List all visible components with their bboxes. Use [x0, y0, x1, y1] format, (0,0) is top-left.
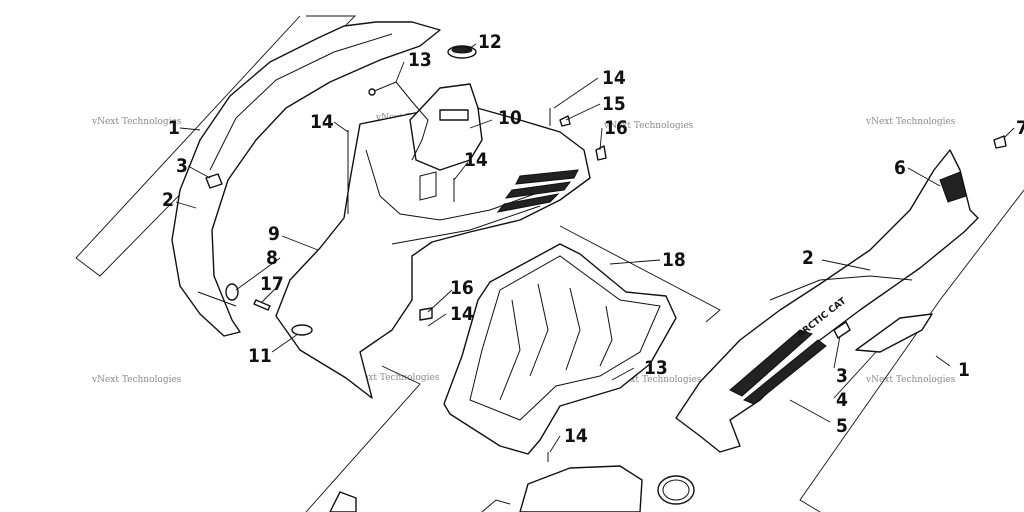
tray-rib: [599, 305, 613, 367]
right-side-panel: [675, 149, 979, 453]
wiring-harness: [371, 81, 429, 161]
front-hood: [275, 105, 591, 399]
group-frame-left: [75, 15, 357, 277]
callout-10: 10: [498, 107, 522, 129]
hood-vent-stripe: [496, 193, 560, 213]
o-ring: [225, 283, 239, 301]
callout-16: 16: [450, 277, 474, 299]
screw: [253, 299, 271, 311]
callout-18: 18: [662, 249, 686, 271]
right-side-panel-group: ARCTIC CAT: [675, 135, 1024, 512]
side-decal: [855, 313, 933, 353]
bracket: [329, 491, 357, 512]
front-hood-group: [275, 45, 607, 399]
watermark: vNext Technologies: [91, 117, 182, 127]
callout-1: 1: [958, 359, 970, 381]
group-frame-tray: [559, 225, 721, 323]
headlight-bulb: [439, 109, 469, 121]
callout-numbers: 1 3 2 9 8 17 11 12 13 14 10 14 14 15 16 …: [162, 31, 1024, 447]
hood-vent-stripe: [515, 169, 579, 185]
callout-14: 14: [464, 149, 488, 171]
air-duct: [519, 465, 643, 512]
small-decal: [833, 321, 851, 339]
callout-4: 4: [836, 389, 848, 411]
bracket: [419, 171, 437, 201]
clip: [559, 115, 571, 127]
callout-14: 14: [310, 111, 334, 133]
callout-12: 12: [478, 31, 502, 53]
fill-cap-ring: [451, 46, 473, 54]
tray-rib: [529, 283, 549, 377]
left-side-panel-group: [75, 15, 441, 337]
decal-stripe: [743, 339, 827, 405]
storage-tray: [443, 243, 677, 455]
lower-parts-group: [305, 365, 695, 512]
tray-rib: [565, 287, 581, 371]
panel-edge: [769, 275, 913, 301]
callout-14: 14: [564, 425, 588, 447]
tray-rib: [499, 299, 521, 401]
hood-edge: [391, 205, 541, 245]
callout-13: 13: [644, 357, 668, 379]
callout-11: 11: [248, 345, 272, 367]
clip: [595, 145, 607, 161]
hood-vent-stripe: [504, 181, 572, 199]
decal-stripe: [939, 171, 967, 203]
callout-5: 5: [836, 415, 848, 437]
headlight-housing: [409, 83, 483, 171]
side-panel-edge: [197, 291, 237, 307]
callout-13: 13: [408, 49, 432, 71]
hood-plug: [291, 324, 313, 336]
storage-tray-group: [443, 225, 721, 462]
callout-17: 17: [260, 273, 284, 295]
callout-2: 2: [802, 247, 814, 269]
callout-6: 6: [894, 157, 906, 179]
callout-16: 16: [604, 117, 628, 139]
callout-8: 8: [266, 247, 278, 269]
harness-connector: [368, 88, 376, 96]
leader-lines: [175, 43, 1015, 453]
group-frame-right: [799, 189, 1024, 512]
watermark: vNext Technologies: [91, 375, 182, 385]
callout-3: 3: [176, 155, 188, 177]
decal-stripe: [729, 329, 813, 397]
callout-1: 1: [168, 117, 180, 139]
side-panel-edge: [209, 33, 393, 171]
watermark: vNext Technologies: [865, 117, 956, 127]
watermark: vNext Technologies: [611, 375, 702, 385]
hood-edge: [365, 149, 541, 221]
watermark: vNext Technologies: [865, 375, 956, 385]
callout-9: 9: [268, 223, 280, 245]
group-frame-lower: [305, 365, 421, 512]
watermark: vNext Technologies: [349, 373, 440, 383]
callout-14: 14: [602, 67, 626, 89]
callout-7: 7: [1016, 117, 1024, 139]
fastener: [993, 135, 1007, 149]
callout-3: 3: [836, 365, 848, 387]
callout-14: 14: [450, 303, 474, 325]
part-edge: [481, 499, 511, 512]
callout-15: 15: [602, 93, 626, 115]
watermark: vNext Technologies: [603, 121, 694, 131]
callout-2: 2: [162, 189, 174, 211]
tray-inner-rim: [469, 255, 661, 421]
hose-clamp-inner: [662, 479, 690, 501]
left-side-panel: [171, 21, 441, 337]
